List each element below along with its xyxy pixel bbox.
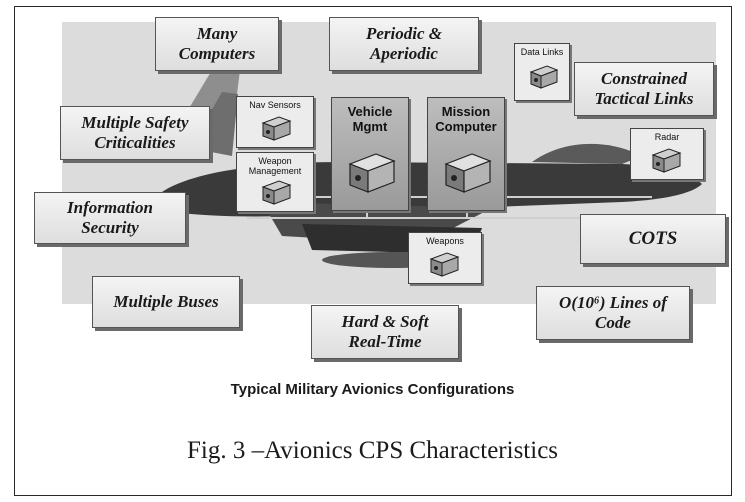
computer-unit-icon: [261, 180, 292, 205]
weapon-management-label: Weapon Management: [248, 156, 302, 176]
multiple-safety-criticalities-box: Multiple Safety Criticalities: [60, 106, 210, 160]
computer-unit-icon: [444, 153, 492, 193]
constrained-tactical-links-box: Constrained Tactical Links: [574, 62, 714, 116]
many-computers-box: Many Computers: [155, 17, 279, 71]
mission-computer-label: Mission Computer: [435, 104, 497, 134]
weapons-label: Weapons: [426, 236, 464, 246]
data-links-component: Data Links: [514, 43, 570, 101]
aircraft-canopy: [532, 143, 642, 164]
computer-unit-icon: [651, 148, 682, 173]
diagram-subtitle: Typical Military Avionics Configurations: [230, 381, 515, 398]
hard-soft-real-time-box: Hard & Soft Real-Time: [311, 305, 459, 359]
information-security-box: Information Security: [34, 192, 186, 244]
radar-label: Radar: [654, 132, 680, 142]
lines-of-code-box: O(10⁶) Lines of Code: [536, 286, 690, 340]
computer-unit-icon: [529, 65, 559, 89]
computer-unit-icon: [429, 252, 460, 277]
data-links-label: Data Links: [520, 47, 564, 57]
periodic-aperiodic-box: Periodic & Aperiodic: [329, 17, 479, 71]
vehicle-mgmt-component: Vehicle Mgmt: [331, 97, 409, 211]
figure-caption: Fig. 3 –Avionics CPS Characteristics: [186, 437, 559, 464]
nav-sensors-label: Nav Sensors: [249, 100, 301, 110]
mission-computer-component: Mission Computer: [427, 97, 505, 211]
nav-sensors-component: Nav Sensors: [236, 96, 314, 148]
weapon-management-component: Weapon Management: [236, 152, 314, 212]
weapons-component: Weapons: [408, 232, 482, 284]
vehicle-mgmt-label: Vehicle Mgmt: [347, 104, 393, 134]
computer-unit-icon: [348, 153, 396, 193]
multiple-buses-box: Multiple Buses: [92, 276, 240, 328]
cots-box: COTS: [580, 214, 726, 264]
computer-unit-icon: [261, 116, 292, 141]
radar-component: Radar: [630, 128, 704, 180]
